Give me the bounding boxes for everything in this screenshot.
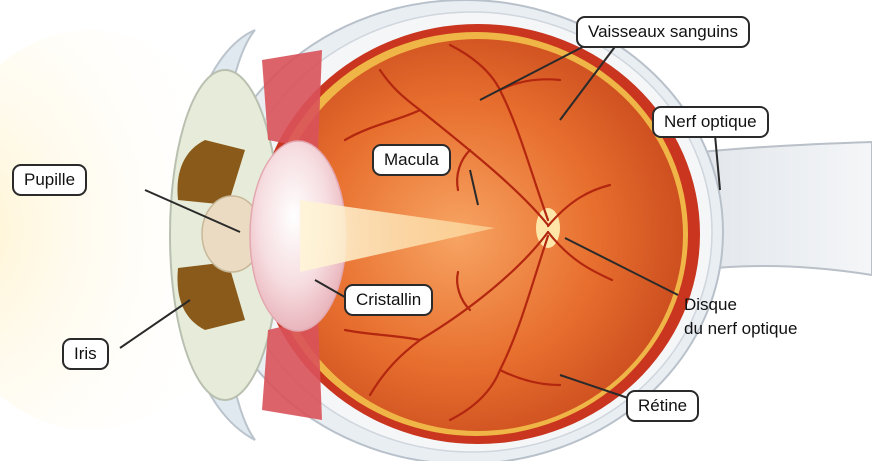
label-vaisseaux-sanguins: Vaisseaux sanguins [576,16,750,48]
ciliary-body-top [262,50,322,150]
label-disque-line2: du nerf optique [684,318,797,339]
label-cristallin: Cristallin [344,284,433,316]
label-iris: Iris [62,338,109,370]
label-macula: Macula [372,144,451,176]
label-nerf-optique: Nerf optique [652,106,769,138]
label-retine: Rétine [626,390,699,422]
ciliary-body-bottom [262,318,322,420]
label-pupille: Pupille [12,164,87,196]
label-disque-line1: Disque [684,294,737,315]
